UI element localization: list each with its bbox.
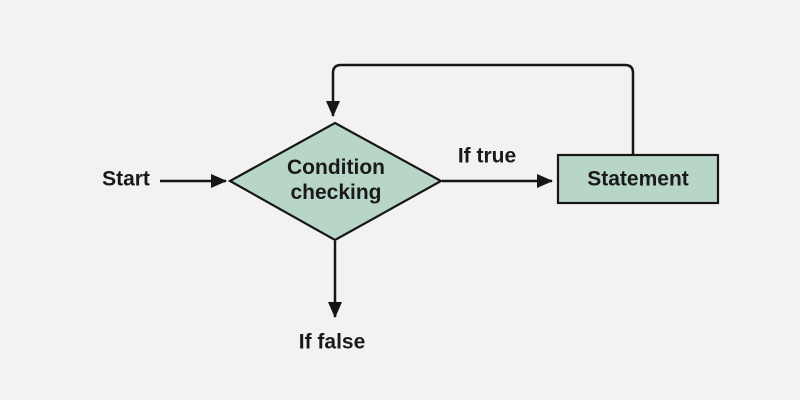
statement-rect-shape xyxy=(556,153,720,205)
if-true-edge-label: If true xyxy=(457,144,517,168)
condition-node-label: Condition checking xyxy=(287,156,385,204)
start-node-label: Start xyxy=(102,167,150,191)
statement-node-label: Statement xyxy=(587,167,689,191)
condition-diamond-shape xyxy=(227,121,444,242)
if-false-edge-label: If false xyxy=(298,330,366,354)
edge-statement-loop-back xyxy=(326,63,635,154)
